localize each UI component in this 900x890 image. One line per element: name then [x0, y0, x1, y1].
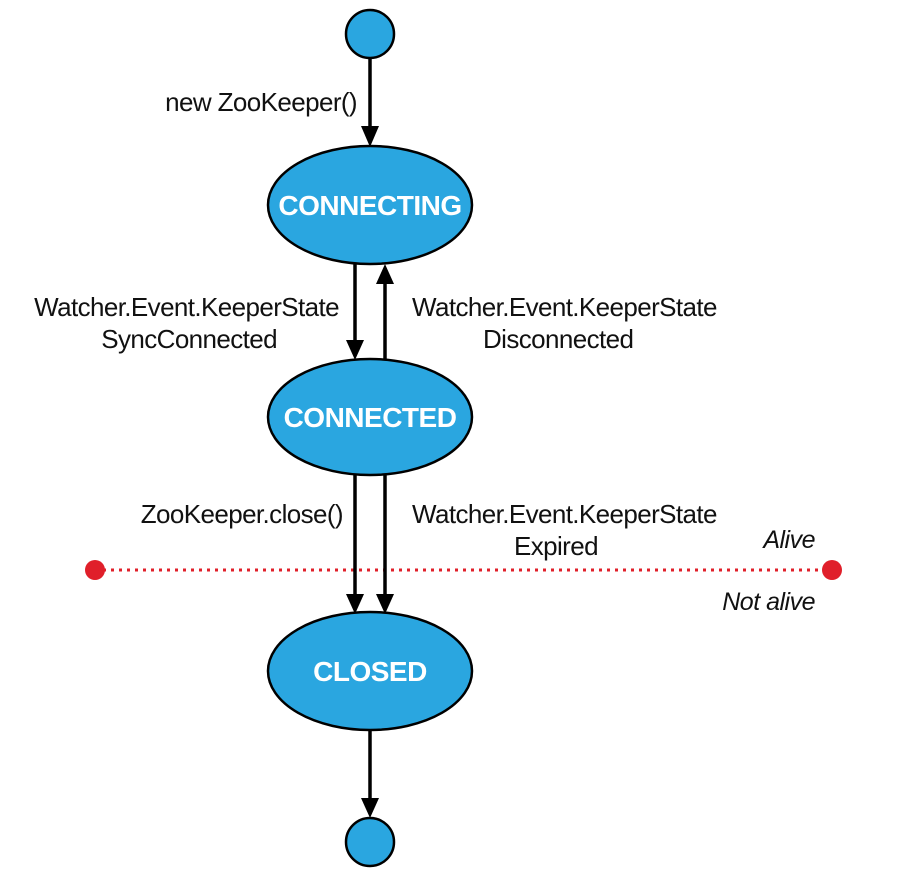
- arrow-head-end: [361, 798, 379, 818]
- alive-boundary: Alive Not alive: [85, 526, 842, 616]
- start-node: [344, 8, 396, 60]
- state-connected-label: CONNECTED: [284, 402, 457, 433]
- disconnected-label-line2: Disconnected: [483, 324, 633, 354]
- arrow-head-connected: [346, 340, 364, 360]
- boundary-right-dot: [822, 560, 842, 580]
- state-connected: [266, 357, 474, 477]
- sync-connected-label-line1: Watcher.Event.KeeperState: [34, 292, 339, 322]
- state-connecting: [266, 144, 474, 266]
- state-closed-label: CLOSED: [313, 656, 427, 687]
- expired-label-line1: Watcher.Event.KeeperState: [412, 499, 717, 529]
- edges: [346, 58, 394, 818]
- arrow-head-connecting-return: [376, 264, 394, 284]
- arrow-head-connecting: [361, 126, 379, 147]
- disconnected-label-line1: Watcher.Event.KeeperState: [412, 292, 717, 322]
- alive-label: Alive: [761, 526, 815, 554]
- state-closed: [266, 610, 474, 732]
- nodes: CONNECTING CONNECTED CLOSED: [266, 8, 474, 868]
- boundary-left-dot: [85, 560, 105, 580]
- arrow-head-close: [346, 594, 364, 614]
- edge-labels: new ZooKeeper() Watcher.Event.KeeperStat…: [34, 87, 718, 561]
- init-transition-label: new ZooKeeper(): [165, 87, 357, 117]
- not-alive-label: Not alive: [722, 588, 815, 616]
- arrow-head-expired: [376, 594, 394, 614]
- state-connecting-label: CONNECTING: [278, 190, 461, 221]
- expired-label-line2: Expired: [514, 531, 598, 561]
- end-node: [344, 816, 396, 868]
- close-transition-label: ZooKeeper.close(): [141, 499, 343, 529]
- sync-connected-label-line2: SyncConnected: [101, 324, 277, 354]
